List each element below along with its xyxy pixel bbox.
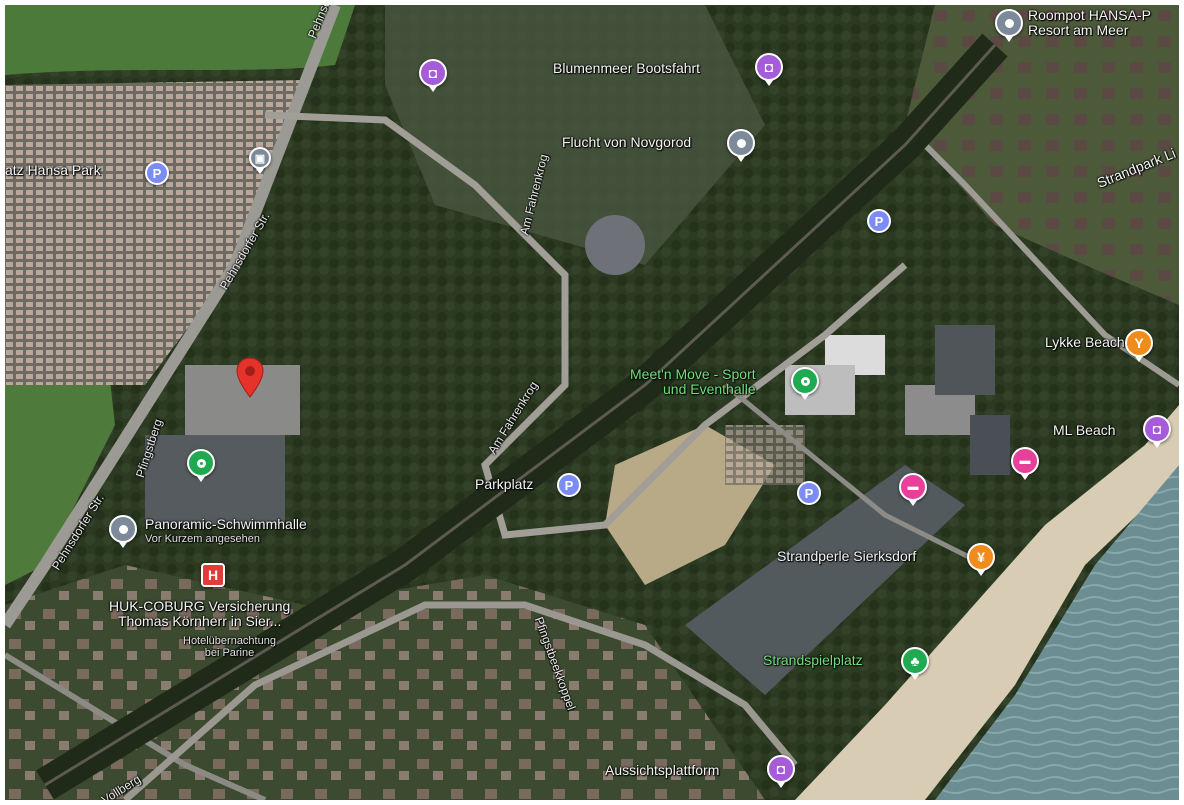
place-label-panoramic[interactable]: Panoramic-Schwimmhalle — [145, 516, 307, 532]
place-sublabel-panoramic: Vor Kurzem angesehen — [145, 533, 260, 545]
place-marker-strandspielplatz[interactable]: ♣ — [901, 647, 929, 680]
place-marker-hotel-green[interactable] — [187, 449, 215, 482]
hotel-marker-huk[interactable]: H — [201, 563, 225, 587]
place-label-strandspielplatz[interactable]: Strandspielplatz — [763, 652, 863, 668]
camera-icon: ◘ — [776, 761, 786, 777]
sport-icon — [800, 376, 810, 386]
parking-marker-south[interactable]: P — [797, 481, 821, 505]
parking-marker-parkplatz[interactable]: P — [557, 473, 581, 497]
satellite-imagery — [5, 5, 1179, 800]
landmark-dot-icon — [1004, 18, 1014, 28]
place-label-aussichtsplattform[interactable]: Aussichtsplattform — [605, 762, 720, 778]
place-marker-panoramic[interactable] — [109, 515, 137, 548]
camera-icon: ◘ — [428, 65, 438, 81]
sport-icon — [196, 458, 206, 468]
place-marker-roompot[interactable] — [995, 9, 1023, 42]
landmark-dot-icon — [118, 524, 128, 534]
train-icon: ▣ — [254, 152, 266, 165]
bed-icon: ▬ — [907, 481, 919, 493]
place-marker-lykke-beach[interactable]: Y — [1125, 329, 1153, 362]
map-pin-icon[interactable] — [235, 357, 265, 399]
place-marker-ml-beach[interactable]: ◘ — [1143, 415, 1171, 448]
place-label-blumenmeer[interactable]: Blumenmeer Bootsfahrt — [553, 60, 701, 76]
hotel-marker-1[interactable]: ▬ — [1011, 447, 1039, 480]
cocktail-icon: Y — [1134, 335, 1144, 351]
hotel-marker-2[interactable]: ▬ — [899, 473, 927, 506]
place-label-parkplatz[interactable]: Parkplatz — [475, 476, 534, 492]
parking-marker-hansa[interactable]: P — [145, 161, 169, 185]
place-label-lykke-beach[interactable]: Lykke Beach — [1045, 334, 1125, 350]
camera-icon: ◘ — [1152, 421, 1162, 437]
satellite-map[interactable]: Pehnsdorfer Pehnsdorfer Str. Pehnsdorfer… — [5, 5, 1179, 800]
camera-icon: ◘ — [764, 59, 774, 75]
place-marker-flucht[interactable] — [727, 129, 755, 162]
place-label-ml-beach[interactable]: ML Beach — [1053, 422, 1116, 438]
bed-icon: ▬ — [1019, 455, 1031, 467]
place-label-hansa-park-parking[interactable]: atz Hansa Park — [5, 162, 101, 178]
place-marker-meetnmove[interactable] — [791, 367, 819, 400]
tree-icon: ♣ — [910, 653, 920, 669]
place-marker-blumenmeer[interactable]: ◘ — [755, 53, 783, 86]
landmark-dot-icon — [736, 138, 746, 148]
parking-marker-north[interactable]: P — [867, 209, 891, 233]
place-label-flucht[interactable]: Flucht von Novgorod — [562, 134, 692, 150]
fork-knife-icon: ¥ — [977, 549, 985, 565]
place-marker-strandperle[interactable]: ¥ — [967, 543, 995, 576]
place-label-strandperle[interactable]: Strandperle Sierksdorf — [777, 548, 917, 564]
place-marker-attraction[interactable]: ◘ — [419, 59, 447, 92]
place-marker-aussichtsplattform[interactable]: ◘ — [767, 755, 795, 788]
train-station-marker[interactable]: ▣ — [249, 147, 271, 174]
